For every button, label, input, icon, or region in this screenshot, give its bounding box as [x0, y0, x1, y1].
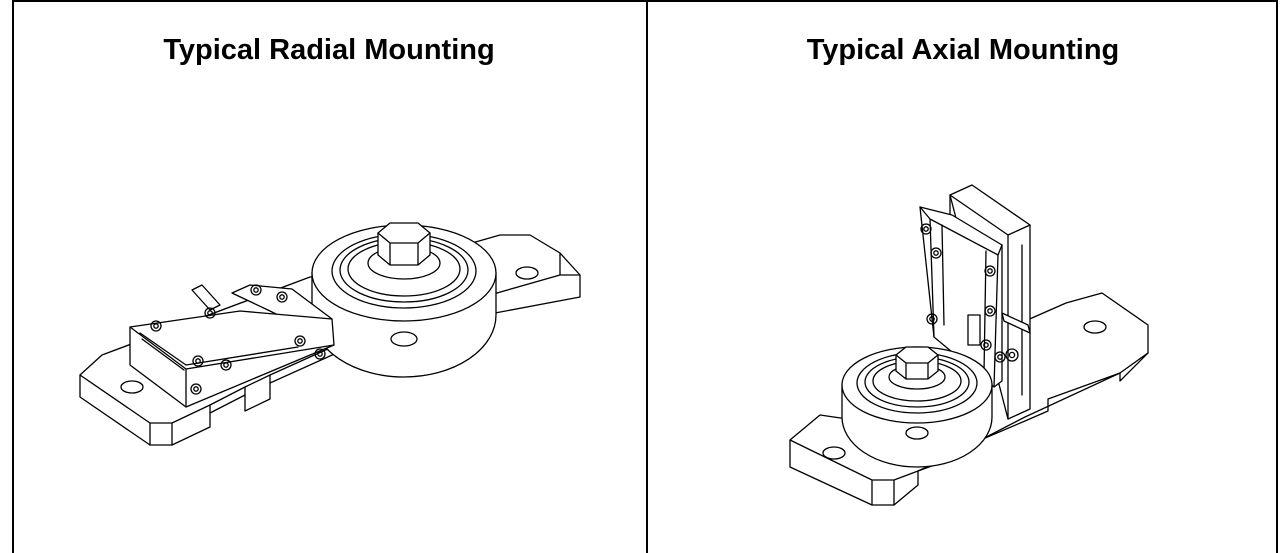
panel-divider [646, 0, 648, 553]
switch-assembly [920, 207, 1018, 387]
figure-frame [12, 0, 1278, 553]
hex-nut [368, 223, 440, 279]
axial-mounting-title: Typical Axial Mounting [806, 34, 1120, 66]
switch-assembly [130, 285, 334, 407]
hex-nut [889, 347, 945, 389]
bearing-housing [312, 225, 496, 377]
lever-arm [1002, 313, 1030, 333]
radial-mounting-drawing [60, 215, 600, 465]
lever-arm [192, 285, 220, 310]
radial-mounting-title: Typical Radial Mounting [163, 34, 495, 66]
axial-mounting-drawing [790, 185, 1150, 505]
